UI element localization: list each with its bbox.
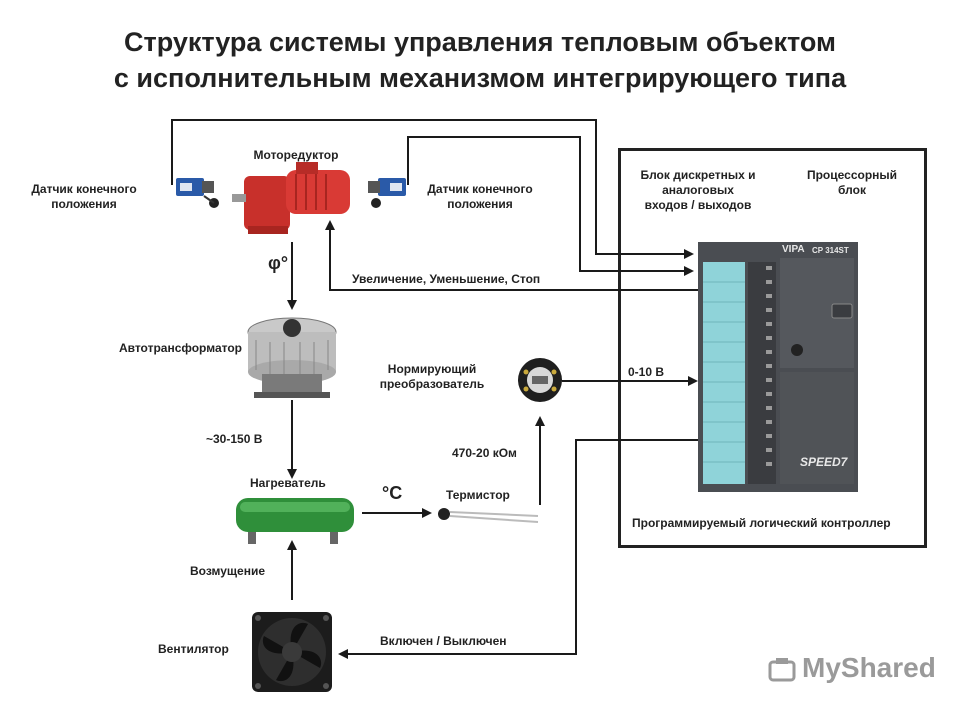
limit-right-line-2: положения [447,197,513,211]
plc-label: Программируемый логический контроллер [632,516,891,530]
plc-speed-badge: SPEED7 [800,455,848,469]
limit-right-label: Датчик конечного положения [420,182,540,212]
limit-switch-right [368,178,406,208]
motor-control-line [325,220,698,291]
plc-model: CP 314ST [812,246,849,255]
phi-label: φ° [268,253,289,273]
title-line-1: Структура системы управления тепловым об… [123,27,837,57]
cpu-block-line-2: блок [838,183,866,197]
voltage-range-label: ~30-150 В [206,432,263,446]
motor-gearbox [232,162,350,234]
autotransformer [247,317,337,398]
plc-device [698,242,858,492]
fan-label: Вентилятор [158,642,229,656]
io-block-line-1: Блок дискретных и [640,168,756,182]
normalizing-converter [518,358,562,402]
thermistor-label: Термистор [446,488,510,502]
normalizer-label: Нормирующий преобразователь [372,362,492,392]
motor-label: Моторедуктор [253,148,339,162]
cpu-block-label: Процессорный блок [790,168,914,198]
celsius-label: °С [382,483,403,503]
limit-left-line-1: Датчик конечного [31,182,137,196]
limit-left-line-2: положения [51,197,117,211]
io-block-label: Блок дискретных и аналоговых входов / вы… [628,168,768,213]
autotransformer-label: Автотрансформатор [118,341,242,355]
title-line-2: с исполнительным механизмом интегрирующе… [113,63,847,93]
watermark-icon [768,658,796,682]
analog-signal-label: 0-10 В [628,365,665,379]
resistance-label: 470-20 кОм [452,446,517,460]
limit-switch-left [176,178,219,208]
fan-signal-label: Включен / Выключен [380,634,507,648]
normalizer-line-2: преобразователь [379,377,485,391]
heater-label: Нагреватель [250,476,326,490]
limit-left-label: Датчик конечного положения [24,182,144,212]
motor-signal-label: Увеличение, Уменьшение, Стоп [352,272,541,286]
fan [252,612,332,692]
thermistor [438,508,539,523]
watermark: MyShared [802,652,936,683]
fan-control-line [338,439,698,659]
limit-switch-lines [171,119,694,276]
heater [236,498,354,544]
io-block-line-3: входов / выходов [644,198,752,212]
disturbance-label: Возмущение [190,564,265,578]
cpu-block-line-1: Процессорный [806,168,898,182]
page-title: Структура системы управления тепловым об… [0,24,960,96]
normalizer-line-1: Нормирующий [387,362,477,376]
plc-brand: VIPA [782,244,805,255]
plc-frame [618,148,927,548]
io-block-line-2: аналоговых [662,183,734,197]
limit-right-line-1: Датчик конечного [427,182,533,196]
